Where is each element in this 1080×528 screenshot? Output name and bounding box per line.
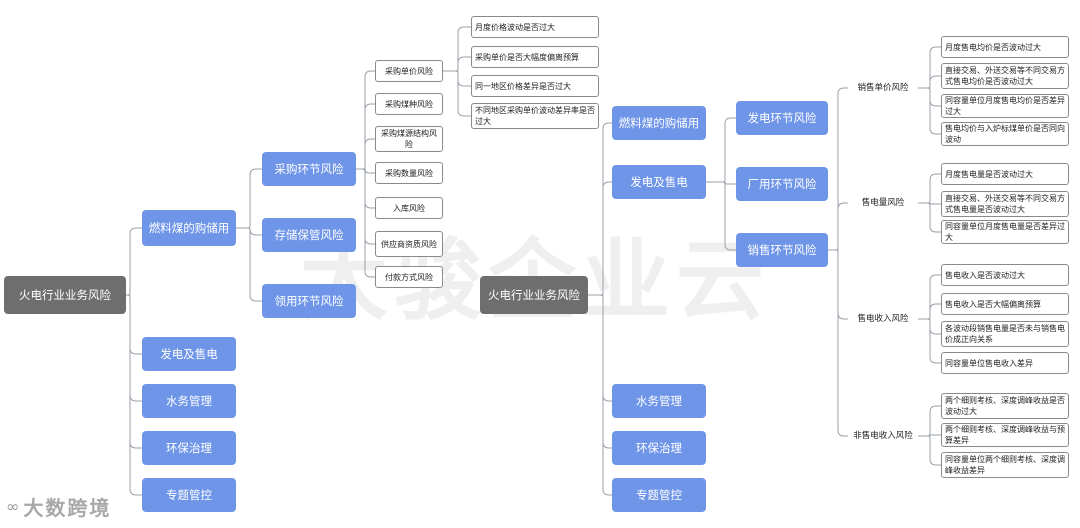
node-g4[interactable]: 环保治理 xyxy=(612,431,706,465)
link-i4-m3 xyxy=(918,435,941,466)
link-i4-m1 xyxy=(918,405,941,437)
node-d2[interactable]: 存储保管风险 xyxy=(262,218,356,252)
node-j3[interactable]: 同容量单位月度售电均价是否差异过大 xyxy=(941,94,1069,118)
logo-mark-icon: ∞ xyxy=(6,497,20,516)
link-c1-d1 xyxy=(236,168,262,229)
link-d1-e3 xyxy=(356,138,375,170)
link-g2-h3 xyxy=(706,181,736,251)
link-h3-i2 xyxy=(828,202,848,251)
node-d1[interactable]: 采购环节风险 xyxy=(262,152,356,186)
link-root1-c5 xyxy=(126,294,142,496)
node-root1[interactable]: 火电行业业务风险 xyxy=(4,276,126,314)
node-l1[interactable]: 售电收入是否波动过大 xyxy=(941,264,1069,286)
link-root1-c2 xyxy=(126,294,142,355)
link-root1-c4 xyxy=(126,294,142,449)
node-c3[interactable]: 水务管理 xyxy=(142,384,236,418)
link-e1-f1 xyxy=(443,26,471,72)
node-e6[interactable]: 供应商资质风险 xyxy=(375,231,443,257)
node-c1[interactable]: 燃料煤的购储用 xyxy=(142,210,236,246)
node-f1[interactable]: 月度价格波动是否过大 xyxy=(471,16,599,38)
node-c4[interactable]: 环保治理 xyxy=(142,431,236,465)
link-c1-d2 xyxy=(236,227,262,236)
node-c2[interactable]: 发电及售电 xyxy=(142,337,236,371)
node-h1[interactable]: 发电环节风险 xyxy=(736,101,828,135)
link-e1-f3 xyxy=(443,70,471,87)
link-i1-j4 xyxy=(918,87,941,135)
node-i2[interactable]: 售电量风险 xyxy=(861,198,905,208)
link-e1-f4 xyxy=(443,70,471,117)
link-root2-g1 xyxy=(588,122,612,296)
node-g5[interactable]: 专题管控 xyxy=(612,478,706,512)
node-c5[interactable]: 专题管控 xyxy=(142,478,236,512)
logo-text: 大数跨境 xyxy=(23,496,112,520)
node-j4[interactable]: 售电均价与入炉标煤单价是否同向波动 xyxy=(941,122,1069,146)
link-h3-i4 xyxy=(828,249,848,437)
link-root2-g3 xyxy=(588,294,612,402)
node-h2[interactable]: 厂用环节风险 xyxy=(736,167,828,201)
node-h3[interactable]: 销售环节风险 xyxy=(736,233,828,267)
node-e7[interactable]: 付款方式风险 xyxy=(375,266,443,288)
node-e1[interactable]: 采购单价风险 xyxy=(375,60,443,82)
node-k3[interactable]: 同容量单位月度售电量是否差异过大 xyxy=(941,220,1069,244)
link-root2-g5 xyxy=(588,294,612,496)
node-d3[interactable]: 领用环节风险 xyxy=(262,284,356,318)
node-e3[interactable]: 采购煤源结构风险 xyxy=(375,126,443,152)
node-i1[interactable]: 销售单价风险 xyxy=(857,83,909,93)
node-k2[interactable]: 直接交易、外送交易等不同交易方式售电量是否波动过大 xyxy=(941,191,1069,217)
node-j1[interactable]: 月度售电均价是否波动过大 xyxy=(941,36,1069,58)
node-i3[interactable]: 售电收入风险 xyxy=(857,314,909,324)
link-i2-k1 xyxy=(918,173,941,204)
brand-logo: ∞ 大数跨境 xyxy=(6,492,111,521)
node-root2[interactable]: 火电行业业务风险 xyxy=(480,276,588,314)
link-c1-d3 xyxy=(236,227,262,302)
node-m2[interactable]: 两个细则考核、深度调峰收益与预算差异 xyxy=(941,423,1069,447)
link-d1-e7 xyxy=(356,168,375,278)
node-g2[interactable]: 发电及售电 xyxy=(612,165,706,199)
node-l3[interactable]: 各波动段销售电量是否未与销售电价成正向关系 xyxy=(941,321,1069,347)
node-m1[interactable]: 两个细则考核、深度调峰收益是否波动过大 xyxy=(941,393,1069,419)
link-g2-h1 xyxy=(706,117,736,183)
node-l4[interactable]: 同容量单位售电收入差异 xyxy=(941,352,1069,374)
link-root2-g4 xyxy=(588,294,612,449)
link-i1-j1 xyxy=(918,46,941,89)
node-e2[interactable]: 采购煤种风险 xyxy=(375,93,443,115)
link-i3-l4 xyxy=(918,318,941,364)
link-e1-f2 xyxy=(443,56,471,72)
link-root1-c1 xyxy=(126,227,142,296)
link-root1-c3 xyxy=(126,294,142,402)
node-f4[interactable]: 不同地区采购单价波动差异率是否过大 xyxy=(471,103,599,129)
node-i4[interactable]: 非售电收入风险 xyxy=(853,431,913,441)
node-g1[interactable]: 燃料煤的购储用 xyxy=(612,106,706,140)
node-g3[interactable]: 水务管理 xyxy=(612,384,706,418)
node-e4[interactable]: 采购数量风险 xyxy=(375,162,443,184)
node-j2[interactable]: 直接交易、外送交易等不同交易方式售电均价是否波动过大 xyxy=(941,63,1069,89)
node-m3[interactable]: 同容量单位两个细则考核、深度调峰收益差异 xyxy=(941,452,1069,478)
node-e5[interactable]: 入库风险 xyxy=(375,197,443,219)
node-f2[interactable]: 采购单价是否大幅度偏离预算 xyxy=(471,46,599,68)
link-i2-k3 xyxy=(918,202,941,233)
link-root2-g2 xyxy=(588,181,612,296)
node-f3[interactable]: 同一地区价格差异是否过大 xyxy=(471,75,599,97)
node-l2[interactable]: 售电收入是否大幅偏离预算 xyxy=(941,293,1069,315)
node-k1[interactable]: 月度售电量是否波动过大 xyxy=(941,163,1069,185)
